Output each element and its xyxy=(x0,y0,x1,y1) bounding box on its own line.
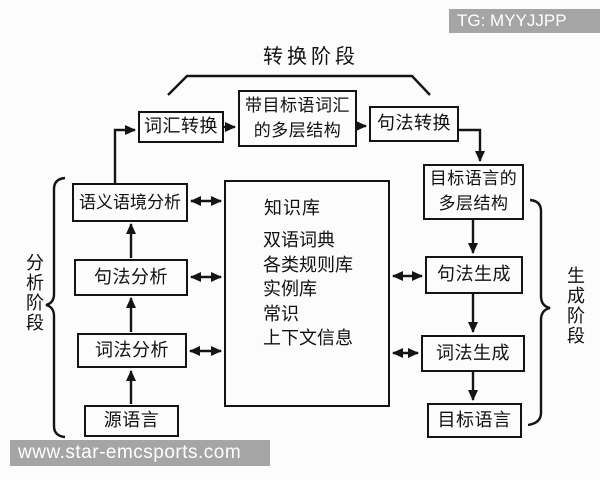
box-source-language: 源语言 xyxy=(84,405,179,437)
arrow-syntax-transfer-to-target-structure xyxy=(459,128,485,162)
analysis-phase-brace xyxy=(45,176,66,439)
box-lexical-generation: 词法生成 xyxy=(421,335,525,372)
kb-item-context-info: 上下文信息 xyxy=(263,328,353,349)
box-syntax-generation: 句法生成 xyxy=(425,256,523,294)
box-lexical-analysis: 词法分析 xyxy=(77,333,187,368)
generation-phase-brace xyxy=(527,198,551,427)
arrow-semantic-to-lexical-transfer xyxy=(113,125,136,183)
generation-phase-label: 生成阶段 xyxy=(564,266,585,346)
kb-item-bilingual-dictionary: 双语词典 xyxy=(263,230,335,251)
box-target-word-structure: 带目标语词汇 的多层结构 xyxy=(238,90,357,147)
analysis-phase-label: 分析阶段 xyxy=(23,253,44,333)
box-syntax-transfer: 句法转换 xyxy=(369,106,459,142)
box-target-language: 目标语言 xyxy=(427,403,522,438)
box-lexical-transfer: 词汇转换 xyxy=(138,111,224,143)
kb-item-example-base: 实例库 xyxy=(263,279,317,300)
knowledge-base-items: 双语词典 各类规则库 实例库 常识 上下文信息 xyxy=(263,229,353,352)
box-semantic-analysis: 语义语境分析 xyxy=(72,183,188,222)
watermark-bottom-left: www.star-emcsports.com xyxy=(10,440,270,466)
kb-item-rule-bases: 各类规则库 xyxy=(263,254,353,276)
box-target-structure: 目标语言的 多层结构 xyxy=(423,164,524,220)
box-knowledge-base: 知识库 双语词典 各类规则库 实例库 常识 上下文信息 xyxy=(224,180,390,407)
transfer-phase-label: 转换阶段 xyxy=(263,44,359,68)
knowledge-base-title: 知识库 xyxy=(264,198,321,219)
watermark-top-right: TG: MYYJJPP xyxy=(449,9,600,33)
box-syntax-analysis: 句法分析 xyxy=(74,259,188,296)
kb-item-common-sense: 常识 xyxy=(263,303,299,325)
